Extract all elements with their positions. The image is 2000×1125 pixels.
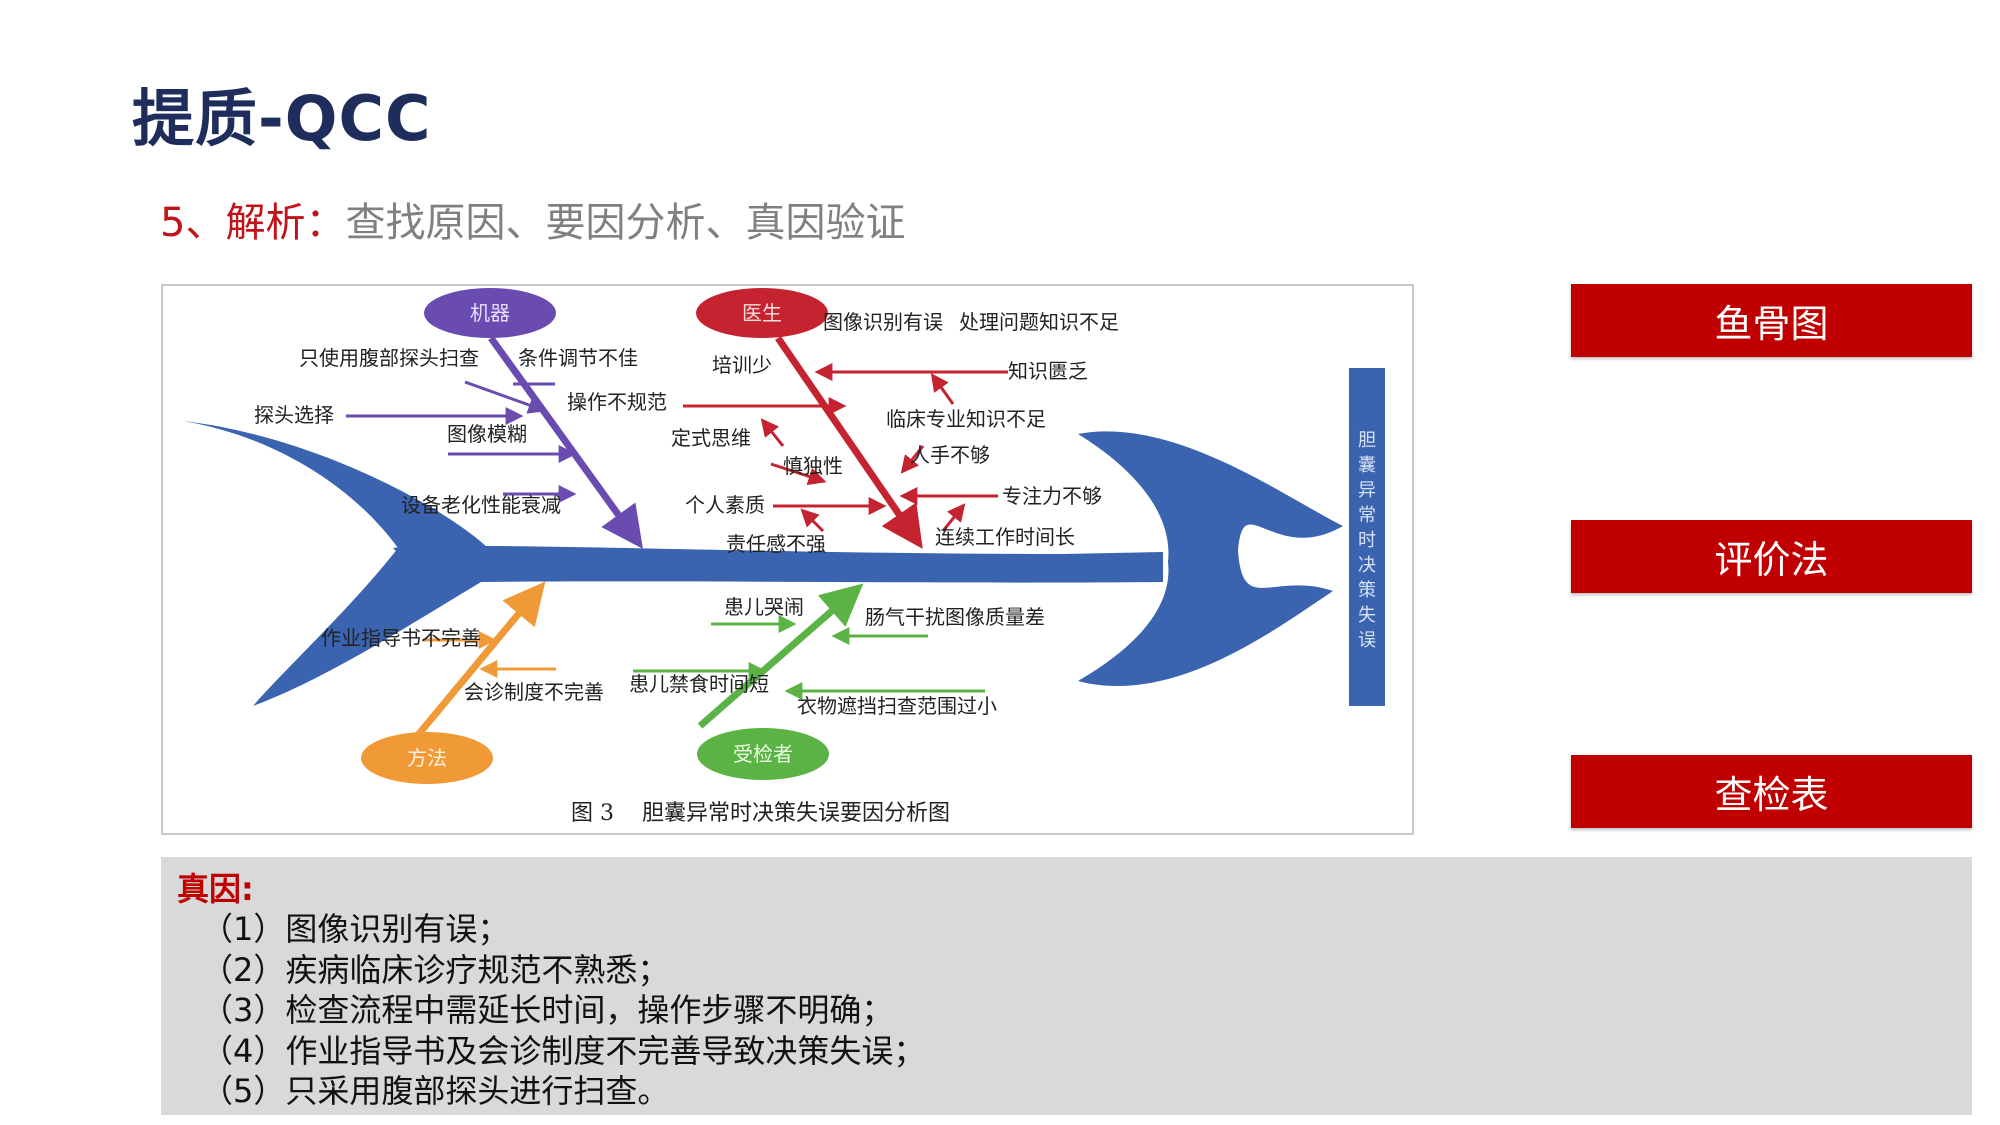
cause-label: 条件调节不佳 <box>518 346 638 370</box>
cause-label: 临床专业知识不足 <box>886 407 1046 431</box>
cause-label: 责任感不强 <box>726 532 826 556</box>
branch-arrow <box>464 380 547 414</box>
cause-label: 人手不够 <box>910 443 990 467</box>
cause-label: 探头选择 <box>254 403 334 427</box>
root-cause-panel: 真因: （1）图像识别有误； （2）疾病临床诊疗规范不熟悉； （3）检查流程中需… <box>161 857 1972 1115</box>
cause-label: 处理问题知识不足 <box>959 310 1119 334</box>
doctor-bone <box>775 336 923 549</box>
list-item: （4）作业指导书及会诊制度不完善导致决策失误； <box>201 1031 926 1070</box>
method-bone <box>415 581 546 738</box>
fishbone-diagram: 胆 囊 异 常 时 决 策 失 误 机器 医生 方法 受检者 <box>183 288 1385 826</box>
cause-label: 会诊制度不完善 <box>464 680 604 704</box>
category-patient-label: 受检者 <box>733 742 793 766</box>
effect-char: 异 <box>1358 480 1376 501</box>
category-doctor-label: 医生 <box>742 301 782 325</box>
list-item: （2）疾病临床诊疗规范不熟悉； <box>201 950 670 989</box>
evaluation-button[interactable]: 评价法 <box>1571 520 1972 593</box>
branch-arrow <box>770 462 827 486</box>
category-machine-label: 机器 <box>470 301 510 325</box>
figure-caption: 图 3 胆囊异常时决策失误要因分析图 <box>571 801 950 826</box>
branch-arrow <box>800 508 825 533</box>
cause-label: 知识匮乏 <box>1008 359 1088 383</box>
subtitle-text: 查找原因、要因分析、真因验证 <box>345 200 906 246</box>
category-patient <box>697 728 829 780</box>
fish-spine <box>393 545 1163 583</box>
cause-label: 患儿哭闹 <box>724 595 804 619</box>
cause-label: 患儿禁食时间短 <box>629 672 769 696</box>
fish-head <box>1078 431 1343 686</box>
cause-label: 图像模糊 <box>447 422 527 446</box>
effect-char: 胆 <box>1358 430 1376 451</box>
patient-bone <box>697 583 864 729</box>
cause-label: 操作不规范 <box>567 390 667 414</box>
cause-label: 设备老化性能衰减 <box>401 493 561 517</box>
fishbone-button[interactable]: 鱼骨图 <box>1571 284 1972 357</box>
branch-arrow <box>760 418 785 447</box>
category-method <box>361 732 493 784</box>
effect-bar <box>1349 368 1385 706</box>
cause-label: 专注力不够 <box>1002 484 1102 508</box>
effect-label: 胆 囊 异 常 时 决 策 失 误 <box>1358 430 1376 651</box>
effect-char: 囊 <box>1358 455 1376 476</box>
effect-char: 决 <box>1358 555 1376 576</box>
effect-char: 误 <box>1358 630 1376 651</box>
branch-arrow <box>900 445 925 474</box>
subtitle-lead: 5、解析： <box>160 200 346 246</box>
checklist-button[interactable]: 查检表 <box>1571 755 1972 828</box>
list-item: （1）图像识别有误； <box>201 910 510 948</box>
branch-arrow <box>941 503 966 532</box>
category-machine <box>424 288 556 338</box>
machine-bone <box>488 335 643 549</box>
cause-label: 培训少 <box>712 353 772 377</box>
effect-char: 时 <box>1358 530 1376 551</box>
branch-arrow <box>930 373 955 405</box>
cause-label: 慎独性 <box>783 454 843 478</box>
cause-label: 连续工作时间长 <box>935 525 1075 549</box>
list-item: （5）只采用腹部探头进行扫查。 <box>201 1072 670 1110</box>
page-title: 提质-QCC <box>132 82 432 155</box>
cause-label: 只使用腹部探头扫查 <box>299 346 479 370</box>
root-cause-heading: 真因: <box>177 870 254 908</box>
category-doctor <box>696 288 828 338</box>
effect-char: 失 <box>1358 605 1376 626</box>
cause-label: 肠气干扰图像质量差 <box>865 605 1045 629</box>
category-method-label: 方法 <box>407 746 447 770</box>
effect-char: 常 <box>1358 505 1376 526</box>
cause-label: 作业指导书不完善 <box>321 626 481 650</box>
effect-char: 策 <box>1358 580 1376 601</box>
section-subtitle: 5、解析：查找原因、要因分析、真因验证 <box>160 190 905 248</box>
cause-label: 衣物遮挡扫查范围过小 <box>797 694 997 718</box>
root-cause-list: （1）图像识别有误； （2）疾病临床诊疗规范不熟悉； （3）检查流程中需延长时间… <box>177 909 1956 1112</box>
fishbone-figure: 胆 囊 异 常 时 决 策 失 误 机器 医生 方法 受检者 <box>161 284 1414 835</box>
cause-label: 图像识别有误 <box>823 310 943 334</box>
list-item: （3）检查流程中需延长时间，操作步骤不明确； <box>201 991 894 1029</box>
cause-label: 个人素质 <box>685 493 765 517</box>
cause-label: 定式思维 <box>671 426 751 450</box>
